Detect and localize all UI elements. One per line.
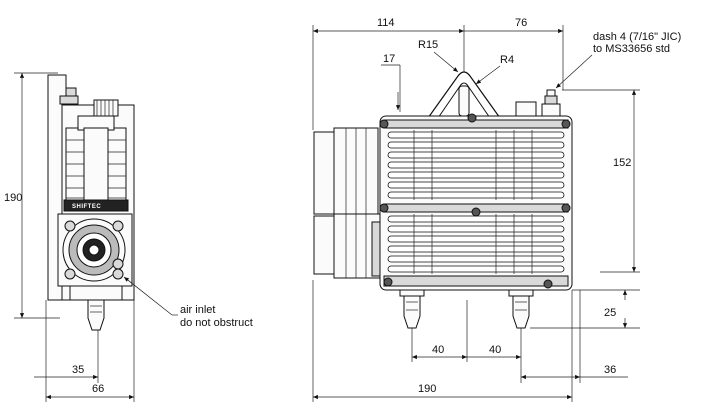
bolt-icon xyxy=(379,119,389,129)
dim-114: 114 xyxy=(377,17,395,29)
air-inlet-label: air inlet xyxy=(180,304,215,316)
brand-band xyxy=(63,199,129,212)
offset-dimension: 35 xyxy=(72,364,84,376)
nozzles xyxy=(399,289,534,329)
width-dimension: 66 xyxy=(92,383,104,395)
dim-190: 190 xyxy=(418,383,436,395)
brand-label: SHIFTEC xyxy=(72,204,101,210)
finned-housing xyxy=(379,113,573,291)
dim-76: 76 xyxy=(515,17,527,29)
fitting-note-line2: to MS33656 std xyxy=(593,43,670,55)
dim-17: 17 xyxy=(383,53,395,65)
dim-152: 152 xyxy=(613,157,631,169)
side-body: SHIFTEC xyxy=(47,74,135,331)
dim-36: 36 xyxy=(604,364,616,376)
do-not-obstruct-label: do not obstruct xyxy=(180,317,253,329)
side-view: 190 SHIFTEC xyxy=(4,72,253,402)
dim-25: 25 xyxy=(604,307,616,319)
side-nozzle xyxy=(87,299,105,331)
motor xyxy=(313,127,387,279)
dim-r15: R15 xyxy=(418,39,438,51)
height-dimension: 190 xyxy=(4,192,22,204)
fan-outer-ring xyxy=(62,218,126,282)
fitting-note-line1: dash 4 (7/16" JIC) xyxy=(593,31,681,43)
dim-r4: R4 xyxy=(500,54,514,66)
dim-40-right: 40 xyxy=(489,344,501,356)
lifting-handle xyxy=(427,71,501,119)
hydraulic-fitting xyxy=(515,89,561,117)
front-view: 114 76 R15 R4 17 xyxy=(312,17,681,402)
dim-40-left: 40 xyxy=(432,344,444,356)
